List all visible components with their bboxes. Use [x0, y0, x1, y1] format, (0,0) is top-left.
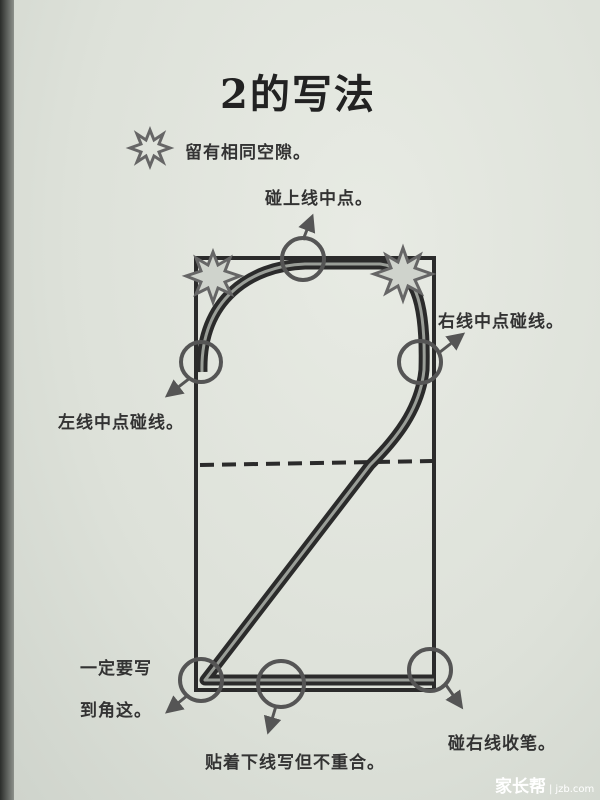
target-circle-left — [179, 340, 223, 384]
target-circle-bottom — [256, 659, 306, 709]
arrow-icon — [439, 332, 466, 354]
gap-star-right — [369, 243, 437, 305]
digit-2-stroke — [196, 258, 434, 686]
annotation-bottom: 贴着下线写但不重合。 — [205, 753, 385, 773]
legend-label: 留有相同空隙。 — [185, 143, 311, 163]
watermark: 家长帮|jzb.com — [495, 777, 595, 797]
target-circle-corner — [178, 657, 224, 703]
arrow-icon — [165, 693, 189, 714]
watermark-domain: jzb.com — [555, 784, 595, 795]
arrow-icon — [444, 684, 464, 710]
annotation-top: 碰上线中点。 — [265, 189, 373, 209]
annotation-right-mid: 右线中点碰线。 — [438, 312, 564, 332]
target-circle-end — [407, 647, 453, 693]
gap-star-left — [181, 247, 245, 307]
target-circle-right — [397, 339, 443, 385]
writing-box — [194, 256, 436, 692]
arrow-icon — [164, 376, 191, 398]
annotation-corner-line1: 一定要写 — [80, 659, 152, 679]
midline-dashed — [199, 459, 433, 467]
watermark-brand: 家长帮 — [495, 777, 546, 797]
arrow-icon — [298, 213, 316, 241]
annotation-corner-line2: 到角这。 — [80, 701, 152, 721]
photo-edge — [0, 0, 14, 800]
paper — [14, 0, 600, 800]
page-title: 2的写法 — [220, 71, 376, 118]
annotation-bottom-right: 碰右线收笔。 — [448, 734, 556, 754]
arrow-icon — [263, 705, 282, 735]
star-burst-icon — [125, 125, 175, 171]
annotation-left-mid: 左线中点碰线。 — [58, 413, 184, 433]
